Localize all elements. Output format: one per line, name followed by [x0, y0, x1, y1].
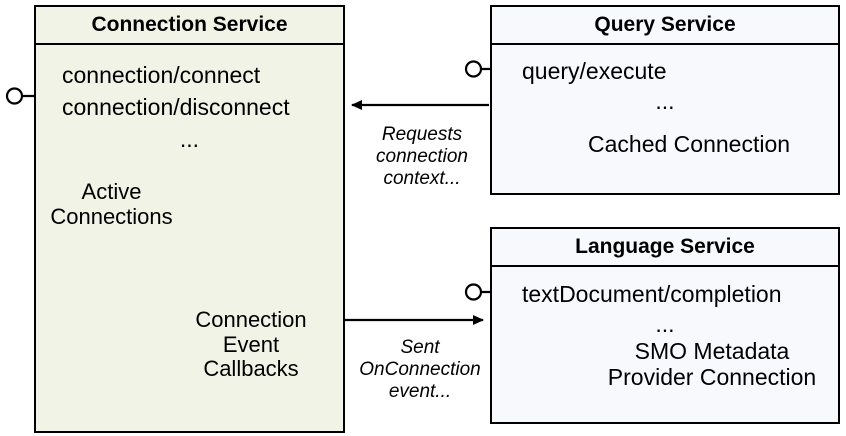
store-label-smo-metadata-provider-connection: SMO Metadata Provider Connection: [607, 338, 817, 390]
edge-label-sent-onconnection-event: Sent OnConnection event...: [359, 337, 481, 403]
component-title-language-service: Language Service: [492, 229, 838, 267]
operations-ellipsis-connection-service: ...: [179, 126, 200, 152]
edge-label-requests-connection-context: Requests connection context...: [376, 124, 468, 190]
operations-ellipsis-language-service: ...: [655, 311, 675, 337]
operation-query-execute[interactable]: query/execute: [522, 58, 667, 84]
operation-textdocument-completion[interactable]: textDocument/completion: [522, 281, 782, 307]
component-title-query-service: Query Service: [492, 7, 838, 45]
component-query-service[interactable]: Query Service: [490, 5, 840, 195]
store-label-cached-connection: Cached Connection: [588, 131, 791, 157]
store-label-connection-event-callbacks: Connection Event Callbacks: [195, 307, 307, 382]
operation-connection-disconnect[interactable]: connection/disconnect: [62, 94, 290, 120]
component-connection-service[interactable]: Connection Service: [34, 5, 345, 433]
store-label-active-connections: Active Connections: [50, 179, 173, 229]
component-title-connection-service: Connection Service: [36, 7, 343, 45]
operations-ellipsis-query-service: ...: [655, 88, 675, 114]
operation-connection-connect[interactable]: connection/connect: [62, 62, 261, 88]
component-language-service[interactable]: Language Service: [490, 227, 840, 424]
